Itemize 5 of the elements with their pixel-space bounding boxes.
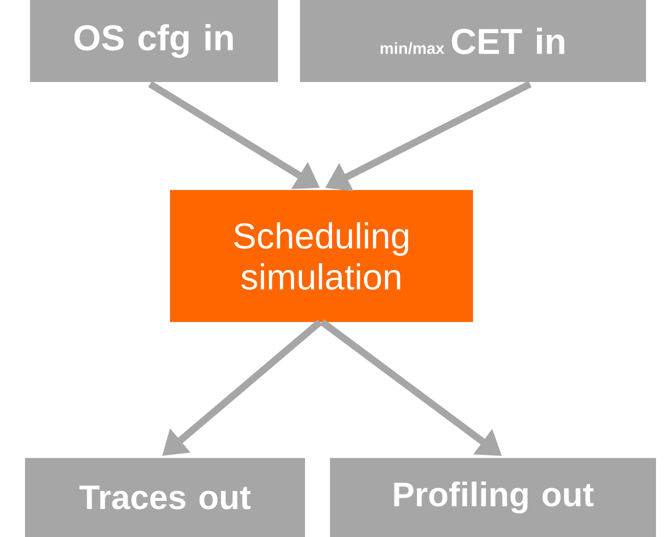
input-box: min/max CET in [300, 0, 646, 82]
input-box: OS cfg in [30, 0, 278, 82]
output-box: Traces out [25, 458, 305, 537]
process-box: Scheduling simulation [170, 190, 473, 322]
output-box: Profiling out [330, 458, 656, 537]
